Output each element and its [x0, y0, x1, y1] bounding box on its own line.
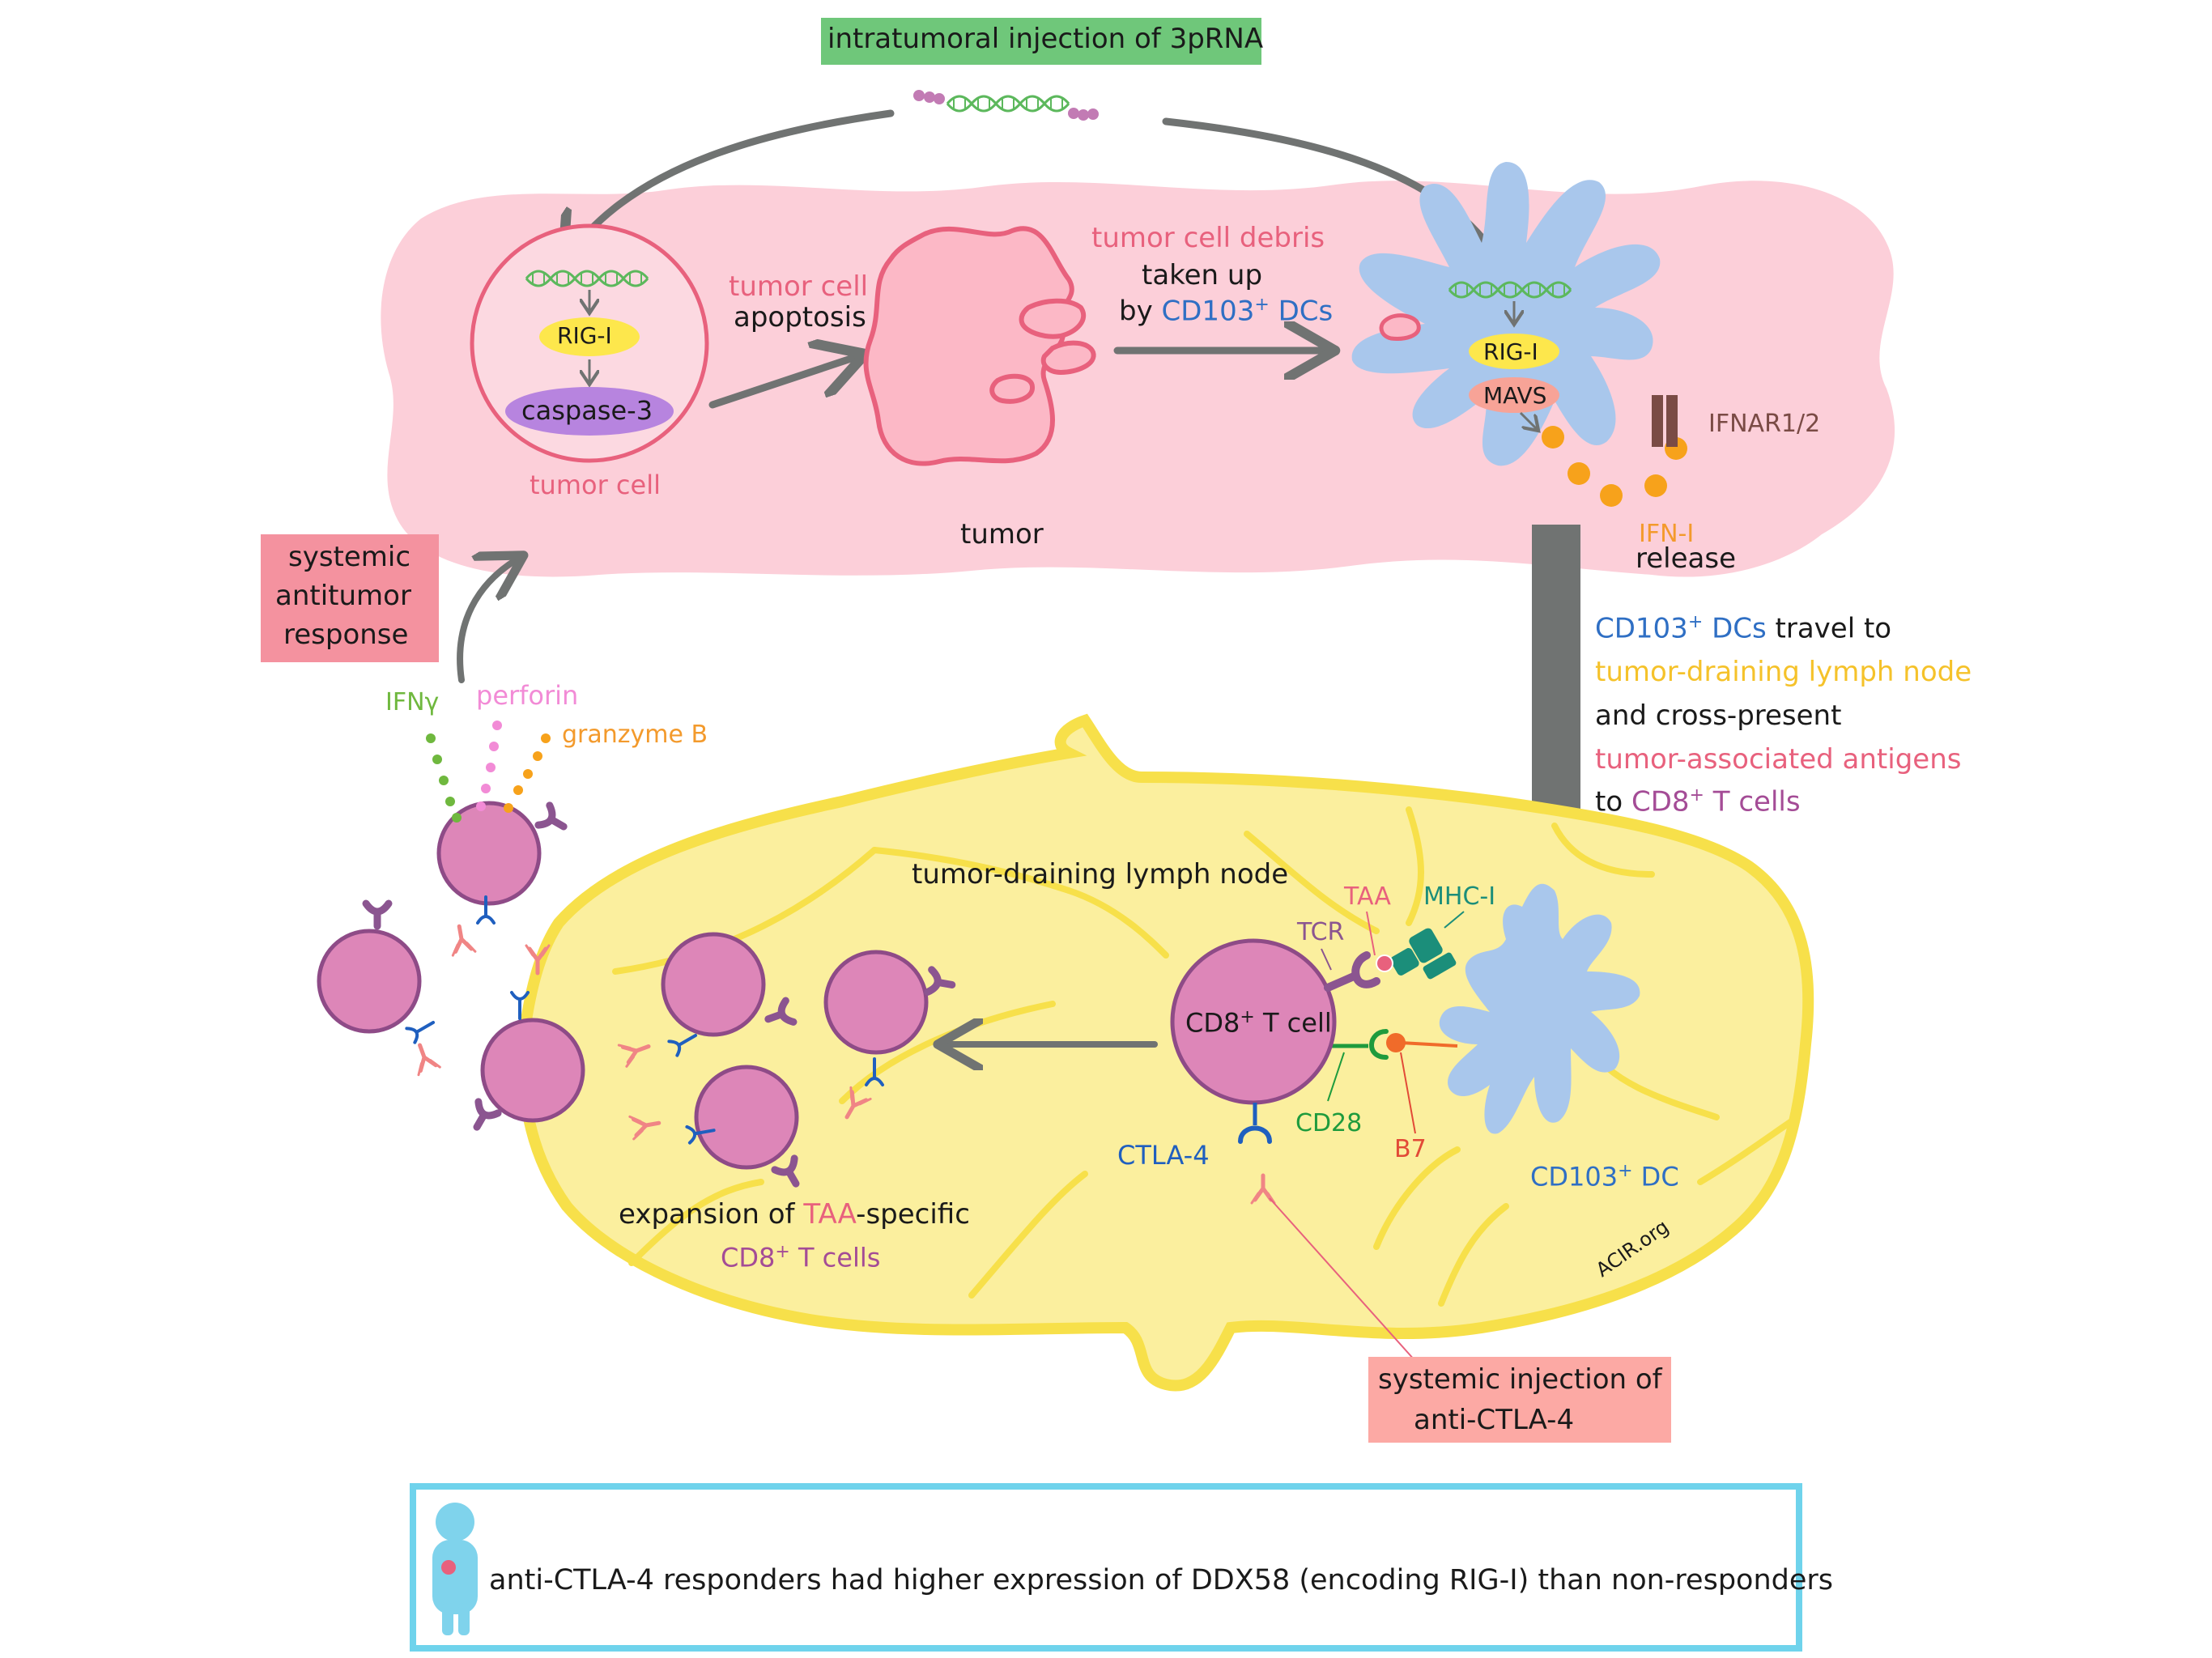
travel-line3: and cross-present	[1595, 699, 1842, 732]
apoptotic-tumor-cell	[863, 226, 1096, 466]
cd8-cell-label: CD8+ T cell	[1185, 1007, 1332, 1039]
systemic-response-box	[261, 534, 439, 662]
ifnar-receptor	[1652, 395, 1678, 447]
3prna-molecule	[913, 90, 1099, 121]
travel-line1: CD103+ DCs travel to	[1595, 612, 1891, 644]
cd28-label: CD28	[1295, 1109, 1363, 1137]
header-3prna-box	[821, 18, 1261, 65]
mhc-i-molecule	[1390, 928, 1457, 980]
debris-line2: taken up	[1142, 259, 1263, 291]
expansion-taa: TAA	[803, 1198, 857, 1231]
arrow-response-to-tumor	[457, 559, 518, 683]
travel-line4: tumor-associated antigens	[1595, 743, 1962, 776]
debris-dcs: DCs	[1269, 295, 1334, 328]
travel-to2: to	[1595, 785, 1631, 818]
apoptosis-line1: tumor cell	[729, 270, 869, 303]
granzyme-dots	[504, 733, 551, 813]
debris-by: by	[1119, 295, 1162, 328]
tcr-label: TCR	[1297, 918, 1345, 946]
travel-line5: to CD8+ T cells	[1595, 785, 1801, 818]
perforin-label: perforin	[476, 680, 579, 711]
ifng-label: IFNγ	[385, 688, 440, 716]
ifn-label: IFN-I	[1639, 520, 1695, 548]
caspase3-label: caspase-3	[521, 395, 653, 426]
cd8-rest: T cell	[1254, 1007, 1332, 1039]
arrow-3prna-to-tumor-cell	[567, 109, 895, 259]
expansion-line2: CD8+ T cells	[721, 1242, 880, 1273]
dendritic-cell-tumor	[1351, 162, 1661, 466]
b7-molecule	[1386, 1033, 1458, 1052]
dendritic-cell-lymph-node	[1439, 883, 1640, 1134]
mhc-label: MHC-I	[1423, 882, 1496, 911]
expansion-sup: +	[775, 1242, 790, 1262]
tumor-cell-label: tumor cell	[530, 470, 661, 500]
leader-lines	[1269, 911, 1465, 1369]
response-line2: antitumor	[275, 580, 411, 612]
expanded-t-cells	[317, 801, 929, 1170]
injection-line2: anti-CTLA-4	[1414, 1404, 1575, 1436]
lymph-node-label: tumor-draining lymph node	[912, 858, 1289, 891]
travel-dcs: DCs	[1703, 612, 1767, 645]
b7-label: B7	[1394, 1135, 1427, 1163]
injection-line1: systemic injection of	[1378, 1363, 1662, 1396]
expansion-tcells: T cells	[789, 1242, 881, 1273]
cd8-main: CD8	[1185, 1007, 1240, 1039]
expansion-post: -specific	[856, 1198, 970, 1231]
response-line3: response	[283, 619, 409, 651]
expansion-line1: expansion of TAA-specific	[619, 1198, 970, 1231]
response-line1: systemic	[288, 541, 411, 573]
travel-cd8-sup: +	[1689, 785, 1704, 806]
travel-cd8: CD8	[1631, 785, 1690, 818]
apoptosis-line2: apoptosis	[734, 301, 866, 334]
travel-tcells: T cells	[1704, 785, 1801, 818]
perforin-dots	[476, 721, 502, 811]
debris-line3: by CD103+ DCs	[1119, 295, 1333, 327]
taa-antigen	[1376, 954, 1393, 972]
taa-label: TAA	[1344, 882, 1391, 911]
expansion-cd8: CD8	[721, 1242, 776, 1273]
lymph-node	[517, 713, 1814, 1392]
travel-sup: +	[1687, 612, 1704, 632]
expansion-pre: expansion of	[619, 1198, 804, 1231]
cd8-sup: +	[1240, 1007, 1255, 1027]
debris-sup: +	[1254, 295, 1270, 315]
arrow-to-apoptosis	[708, 356, 858, 409]
systemic-injection-box	[1368, 1357, 1671, 1443]
tumor-cell-rigi-label: RIG-I	[557, 322, 612, 349]
ctla4-label: CTLA-4	[1117, 1140, 1210, 1171]
dc-rigi-label: RIG-I	[1483, 338, 1538, 365]
dc-mavs-label: MAVS	[1483, 382, 1547, 409]
tumor-cell	[470, 223, 709, 463]
patient-icon	[432, 1503, 478, 1635]
header-3prna-label: intratumoral injection of 3pRNA	[827, 23, 1264, 55]
travel-cd103: CD103	[1595, 612, 1688, 645]
dc-ln-rest: DC	[1632, 1161, 1679, 1192]
tumor-label: tumor	[960, 518, 1044, 551]
release-label: release	[1636, 542, 1736, 575]
dc-ln-sup: +	[1618, 1161, 1633, 1181]
footer-box	[410, 1483, 1802, 1652]
debris-cd103: CD103	[1161, 295, 1255, 328]
debris-line1: tumor cell debris	[1091, 222, 1325, 254]
ifn-dots	[1542, 426, 1687, 507]
granzyme-label: granzyme B	[562, 721, 708, 749]
dc-ln-label: CD103+ DC	[1530, 1161, 1679, 1192]
travel-line2: tumor-draining lymph node	[1595, 656, 1972, 688]
ctla4-receptor	[1238, 1103, 1272, 1144]
dc-ln-main: CD103	[1530, 1161, 1619, 1192]
ifnar-label: IFNAR1/2	[1708, 410, 1821, 438]
footer-text: anti-CTLA-4 responders had higher expres…	[489, 1564, 1834, 1596]
ifng-dots	[426, 733, 462, 823]
tcr-receptor	[1324, 951, 1380, 992]
travel-to: travel to	[1766, 612, 1892, 645]
